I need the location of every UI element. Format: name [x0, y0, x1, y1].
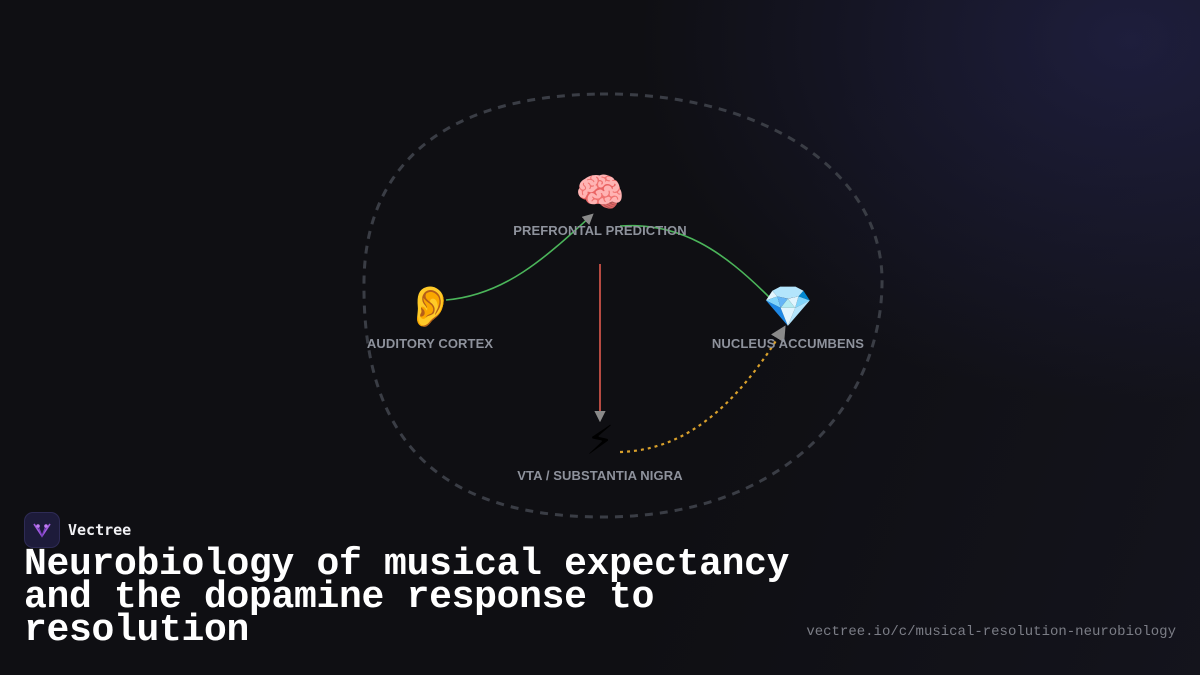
node-auditory: 👂 AUDITORY CORTEX	[367, 283, 493, 351]
page-title: Neurobiology of musical expectancy and t…	[24, 543, 790, 652]
node-prefrontal: 🧠 PREFRONTAL PREDICTION	[513, 170, 687, 238]
edge-vta-to-accumbens-dopamine	[619, 325, 786, 454]
lightning-icon: ⚡	[586, 418, 614, 464]
loop-outline	[362, 92, 884, 519]
node-label-accumbens: NUCLEUS ACCUMBENS	[712, 336, 864, 351]
node-vta: ⚡ VTA / SUBSTANTIA NIGRA	[517, 418, 683, 483]
brand: Vectree	[24, 512, 131, 548]
gem-icon: 💎	[763, 284, 813, 330]
edge-prefrontal-to-accumbens	[619, 224, 771, 299]
node-label-auditory: AUDITORY CORTEX	[367, 336, 493, 351]
brain-icon: 🧠	[575, 170, 625, 216]
node-accumbens: 💎 NUCLEUS ACCUMBENS	[712, 284, 864, 351]
brand-name: Vectree	[68, 521, 132, 539]
node-label-vta: VTA / SUBSTANTIA NIGRA	[517, 468, 683, 483]
source-url[interactable]: vectree.io/c/musical-resolution-neurobio…	[806, 624, 1176, 640]
node-label-prefrontal: PREFRONTAL PREDICTION	[513, 223, 687, 238]
vectree-logo-icon	[24, 512, 60, 548]
ear-icon: 👂	[405, 283, 455, 330]
edge-auditory-to-prefrontal	[445, 213, 594, 301]
